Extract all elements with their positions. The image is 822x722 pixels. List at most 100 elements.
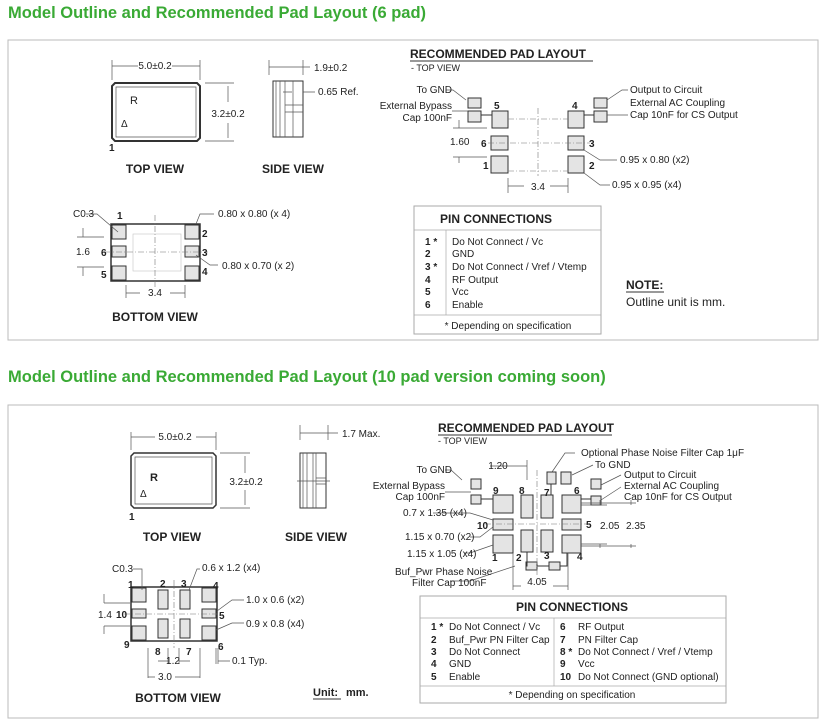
pin-connections-table-10pad: PIN CONNECTIONS 1 *Do Not Connect / Vc 2… (419, 595, 727, 704)
dim-ref: 0.65 Ref. (318, 87, 359, 98)
svg-text:1 *: 1 * (425, 237, 437, 248)
pin-label: 7 (186, 647, 192, 658)
svg-text:Do Not Connect / Vc: Do Not Connect / Vc (452, 237, 543, 248)
to-gnd-label: To GND (416, 85, 452, 96)
bottom-view-label: BOTTOM VIEW (112, 310, 198, 324)
mark-r: R (150, 472, 158, 484)
svg-text:Do Not Connect / Vref / Vtemp: Do Not Connect / Vref / Vtemp (452, 262, 587, 273)
dim-pitch-h: 3.4 (531, 182, 545, 193)
dim-height: 3.2±0.2 (229, 477, 263, 488)
pin-label: 9 (124, 640, 130, 651)
buf-pwr-label: Buf_Pwr Phase Noise (395, 567, 493, 578)
pin-label: 1 (128, 580, 134, 591)
svg-text:GND: GND (452, 249, 474, 260)
pin-label: 10 (477, 521, 489, 532)
dim-405: 4.05 (527, 577, 547, 588)
pad-layout-6pad: RECOMMENDED PAD LAYOUT - TOP VIEW To GND… (380, 47, 738, 193)
svg-text:Do Not Connect / Vref / Vtemp: Do Not Connect / Vref / Vtemp (578, 647, 713, 658)
side-view-label: SIDE VIEW (285, 530, 348, 544)
pin-connections-table-6pad: PIN CONNECTIONS 1 * Do Not Connect / Vc 2… (413, 205, 602, 335)
table-row: 9 Vcc (560, 659, 595, 670)
dim-pitch-v: 1.6 (76, 247, 90, 258)
pin-label: 3 (181, 579, 187, 590)
chamfer-label: C0.3 (112, 564, 134, 575)
pad-layout-10pad: RECOMMENDED PAD LAYOUT - TOP VIEW To GND… (373, 421, 744, 590)
bottom-view-label: BOTTOM VIEW (135, 691, 221, 705)
table-footer: * Depending on specification (445, 321, 572, 332)
svg-text:5: 5 (431, 672, 437, 683)
output-label: Output to Circuit (624, 470, 696, 481)
dim-120: 1.20 (488, 461, 508, 472)
svg-text:RF Output: RF Output (452, 275, 498, 286)
output-label: Output to Circuit (630, 85, 702, 96)
dim-pad-c: 1.15 x 1.05 (x4) (407, 549, 476, 560)
svg-text:PN Filter Cap: PN Filter Cap (578, 635, 638, 646)
section1-title: Model Outline and Recommended Pad Layout… (8, 4, 427, 22)
pin-label: 5 (101, 270, 107, 281)
bottom-view-6pad: C0.3 1 2 3 4 5 6 1.6 3.4 0.80 x 0.80 (x … (73, 209, 294, 324)
pin-label: 8 (519, 486, 525, 497)
svg-text:8 *: 8 * (560, 647, 572, 658)
pin-label: 3 (544, 551, 550, 562)
pin-label: 2 (202, 229, 208, 240)
pin-label: 2 (160, 579, 166, 590)
unit-value: mm. (346, 687, 369, 699)
dim-pad-b: 0.95 x 0.95 (x4) (612, 180, 681, 191)
top-view-label: TOP VIEW (126, 162, 185, 176)
pin-label: 10 (116, 610, 128, 621)
svg-text:3: 3 (431, 647, 437, 658)
dim-pad-b: 1.0 x 0.6 (x2) (246, 595, 304, 606)
coupling-label: Cap 10nF for CS Output (630, 110, 738, 121)
dim-pad-b: 0.80 x 0.70 (x 2) (222, 261, 294, 272)
svg-text:6: 6 (560, 622, 566, 633)
unit-label: Unit: (313, 687, 338, 699)
dim-235: 2.35 (626, 521, 646, 532)
pad-layout-subtitle: - TOP VIEW (411, 63, 461, 73)
side-view-10pad: 1.7 Max. SIDE VIEW (285, 425, 380, 544)
table-title: PIN CONNECTIONS (516, 600, 628, 614)
pin-label: 6 (101, 248, 107, 259)
section2-title: Model Outline and Recommended Pad Layout… (8, 368, 606, 386)
bypass-label: External Bypass (373, 481, 445, 492)
svg-text:7: 7 (560, 635, 566, 646)
pin-label: 6 (574, 486, 580, 497)
bypass-label: Cap 100nF (396, 492, 445, 503)
table-row: 3 * Do Not Connect / Vref / Vtemp (425, 262, 587, 273)
svg-text:3 *: 3 * (425, 262, 437, 273)
dim-pitch-v: 1.4 (98, 610, 112, 621)
pad-layout-title: RECOMMENDED PAD LAYOUT (438, 421, 615, 435)
pin-label: 5 (494, 101, 500, 112)
svg-text:9: 9 (560, 659, 566, 670)
svg-text:Vcc: Vcc (578, 659, 595, 670)
to-gnd-label: To GND (595, 460, 631, 471)
top-view-10pad: 5.0±0.2 3.2±0.2 R Δ 1 TOP VIEW (129, 432, 263, 544)
svg-text:Vcc: Vcc (452, 287, 469, 298)
table-row: 1 *Do Not Connect / Vc (431, 622, 540, 633)
dim-width: 5.0±0.2 (138, 61, 172, 72)
table-row: 8 * Do Not Connect / Vref / Vtemp (560, 647, 713, 658)
bypass-label: Cap 100nF (403, 113, 452, 124)
pin-label: 6 (481, 139, 487, 150)
pin-label: 3 (202, 248, 208, 259)
dim-pitch-h: 3.4 (148, 288, 162, 299)
dim-pad-a: 0.6 x 1.2 (x4) (202, 563, 260, 574)
table-title: PIN CONNECTIONS (440, 212, 552, 226)
coupling-label: External AC Coupling (624, 481, 719, 492)
table-footer: * Depending on specification (509, 690, 636, 701)
pin-label: 7 (544, 488, 550, 499)
dim-pitch-h: 3.0 (158, 672, 172, 683)
bottom-view-10pad: C0.3 0.6 x 1.2 (x4) 1.0 x 0.6 (x2) 0.9 x… (98, 563, 304, 705)
note-text: Outline unit is mm. (626, 295, 725, 309)
pin1-label: 1 (109, 143, 115, 154)
pin-label: 2 (589, 161, 595, 172)
coupling-label: Cap 10nF for CS Output (624, 492, 732, 503)
pin-label: 4 (213, 581, 219, 592)
dim-pad-b: 1.15 x 0.70 (x2) (405, 532, 474, 543)
